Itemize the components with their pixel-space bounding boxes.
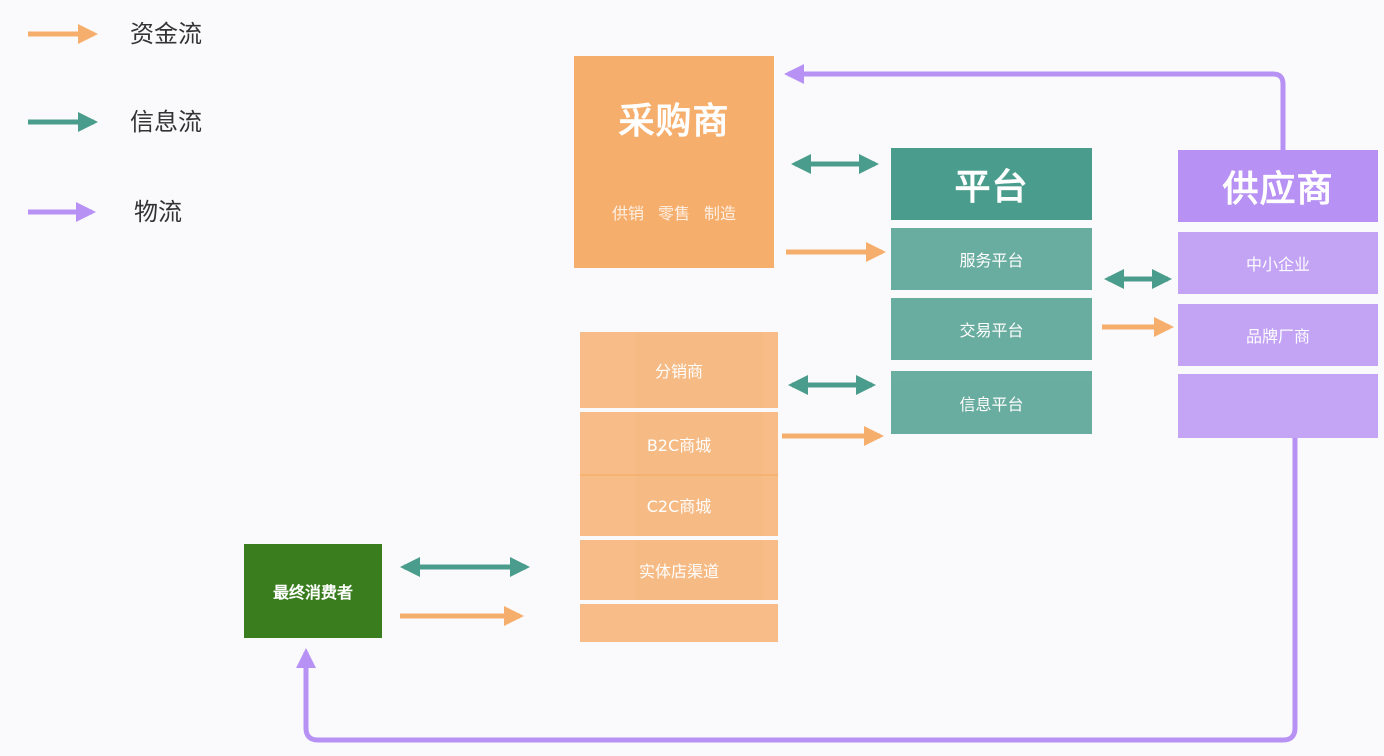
legend-money-flow-label: 资金流	[130, 20, 202, 48]
supplier-consumer-logistics-line	[296, 438, 1298, 743]
channel-row-c2c: C2C商城	[580, 474, 778, 536]
buyer-box: 采购商 供销 零售 制造	[574, 56, 774, 268]
supplier-row-empty	[1178, 374, 1378, 438]
supplier-buyer-logistics-line	[784, 64, 1286, 150]
legend-logistics-label: 物流	[134, 198, 182, 226]
channel-row-distributor: 分销商	[580, 332, 778, 408]
channel-row-empty	[580, 604, 778, 642]
platform-title: 平台	[891, 148, 1092, 220]
platform-row-service: 服务平台	[891, 228, 1092, 290]
consumer-box: 最终消费者	[244, 544, 382, 638]
buyer-title: 采购商	[618, 101, 730, 142]
buyer-sub-item: 零售	[657, 204, 690, 223]
supplier-row-brand: 品牌厂商	[1178, 304, 1378, 366]
platform-row-info: 信息平台	[891, 371, 1092, 434]
channel-row-b2c: B2C商城	[580, 412, 778, 476]
supplier-title: 供应商	[1178, 150, 1378, 222]
supplier-row-sme: 中小企业	[1178, 232, 1378, 294]
buyer-sub-item: 供销	[611, 204, 644, 223]
channel-row-store: 实体店渠道	[580, 540, 778, 600]
buyer-sub-item: 制造	[704, 204, 737, 223]
legend-info-flow-label: 信息流	[130, 108, 202, 136]
platform-row-trade: 交易平台	[891, 298, 1092, 360]
